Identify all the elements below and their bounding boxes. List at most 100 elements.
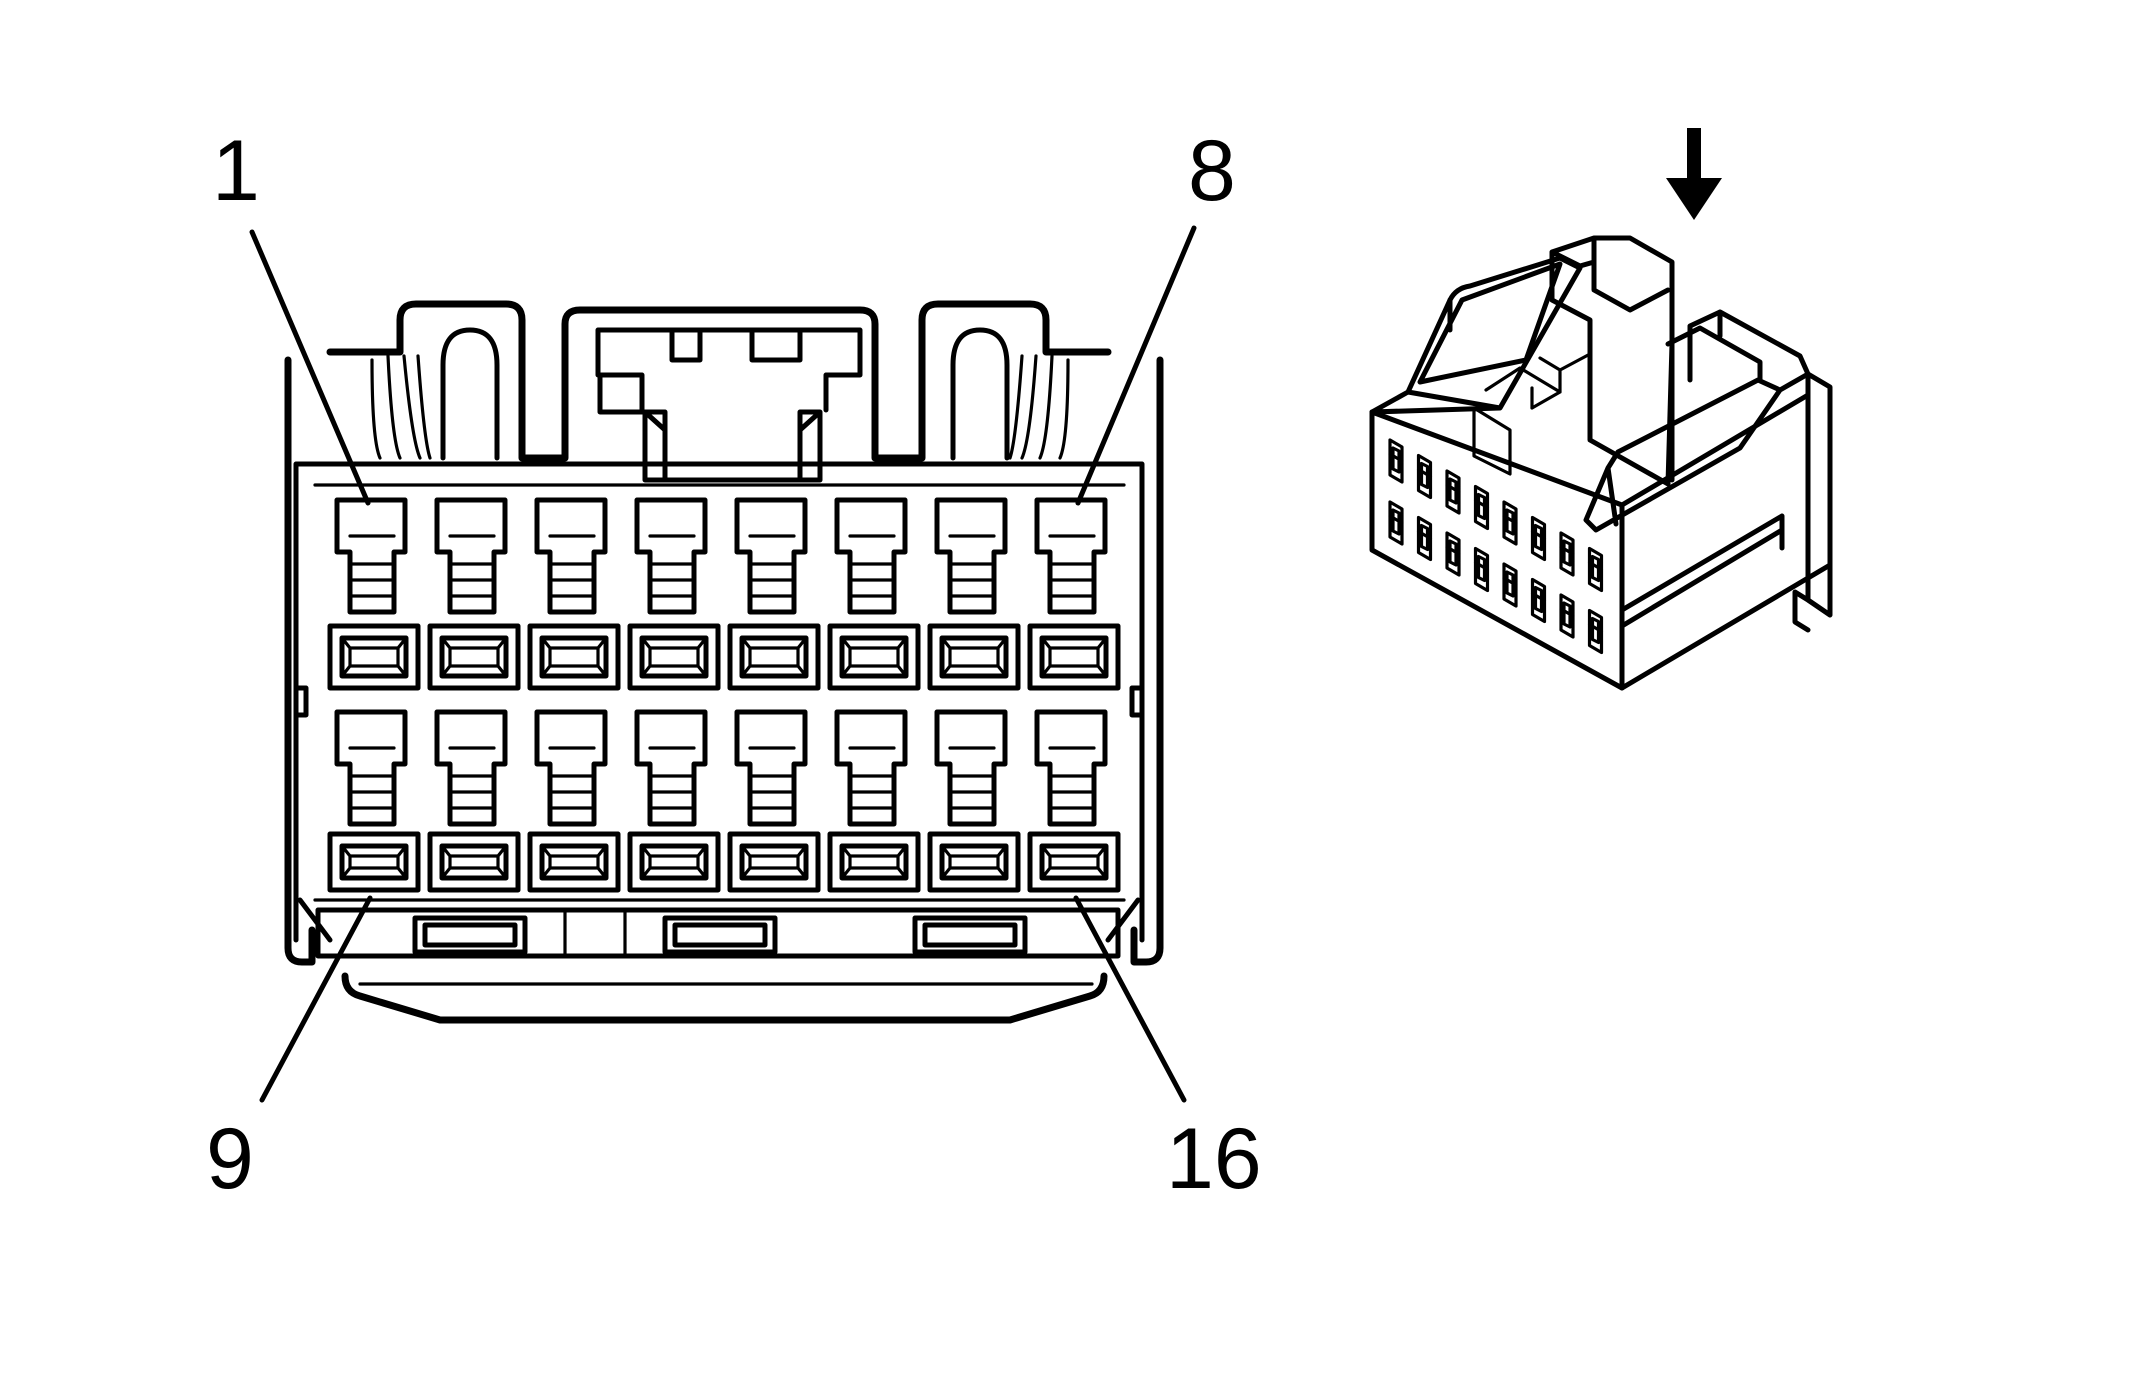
- housing-inner: [293, 461, 1145, 943]
- top-latch-outline: [326, 300, 1112, 462]
- pin-lance-14: [834, 709, 908, 827]
- pin-cavity-core-12: [640, 844, 708, 880]
- iso-slot-4: [1473, 484, 1490, 531]
- pin-cavity-3: [527, 623, 621, 691]
- pin-lance-ribs-5: [748, 534, 796, 598]
- pin-lance-12: [634, 709, 708, 827]
- iso-slot-15: [1559, 593, 1575, 639]
- right-ribs: [1008, 354, 1070, 460]
- pin-cavity-10: [427, 831, 521, 893]
- pin-cavities: [327, 497, 1121, 893]
- iso-tower: [1549, 235, 1675, 487]
- iso-slot-6: [1530, 515, 1547, 562]
- left-latch-loop: [440, 327, 500, 461]
- down-arrow-icon: [1666, 128, 1722, 220]
- pin-cavity-14: [827, 831, 921, 893]
- pin-cavity-core-13: [740, 844, 808, 880]
- connector-isometric-view: [1369, 128, 1833, 691]
- pin-cavity-1: [327, 623, 421, 691]
- pin-cavity-16: [1027, 831, 1121, 893]
- leader-pin-9: [259, 895, 373, 1103]
- pin-cavity-core-16: [1040, 844, 1108, 880]
- pin-lance-ribs-9: [348, 746, 396, 810]
- pin-lance-1: [334, 497, 408, 615]
- pin-cavity-11: [527, 831, 621, 893]
- iso-terminal-slots: [1388, 438, 1604, 655]
- center-lock: [595, 327, 863, 483]
- iso-left-latch: [1417, 261, 1563, 385]
- pin-cavity-core-11: [540, 844, 608, 880]
- pin-label-8: 8: [1188, 123, 1236, 219]
- pin-lance-ribs-15: [948, 746, 996, 810]
- iso-right-block: [1665, 325, 1763, 483]
- iso-slot-12: [1473, 546, 1490, 593]
- iso-slot-3: [1445, 469, 1461, 515]
- pin-lance-ribs-16: [1048, 746, 1096, 810]
- pin-lance-11: [534, 709, 608, 827]
- leader-pin-16: [1073, 895, 1187, 1103]
- iso-slot-5: [1502, 500, 1518, 546]
- side-notch-left: [293, 685, 309, 718]
- pin-lance-ribs-10: [448, 746, 496, 810]
- pin-cavity-core-6: [840, 636, 908, 678]
- pin-cavity-15: [927, 831, 1021, 893]
- pin-cavity-8: [1027, 623, 1121, 691]
- bottom-chamfers: [297, 897, 1141, 943]
- leader-pin-8: [1075, 225, 1197, 506]
- pin-cavity-9: [327, 831, 421, 893]
- pin-cavity-core-9: [340, 844, 408, 880]
- iso-slot-1: [1388, 438, 1404, 484]
- pin-cavity-core-7: [940, 636, 1008, 678]
- iso-groove: [1619, 392, 1833, 633]
- pin-cavity-12: [627, 831, 721, 893]
- pin-cavity-core-3: [540, 636, 608, 678]
- iso-slot-11: [1445, 531, 1461, 577]
- pin-lance-5: [734, 497, 808, 615]
- pin-cavity-core-5: [740, 636, 808, 678]
- connector-face-view: 1 8 9 16: [206, 123, 1262, 1207]
- pin-label-16: 16: [1166, 1111, 1262, 1207]
- iso-slot-8: [1587, 546, 1604, 593]
- pin-lance-ribs-3: [548, 534, 596, 598]
- housing-inner-line: [313, 483, 1126, 902]
- iso-slot-13: [1502, 562, 1518, 608]
- right-latch-loop: [950, 327, 1010, 461]
- pin-cavity-core-1: [340, 636, 408, 678]
- iso-slot-10: [1416, 515, 1433, 562]
- pin-lance-ribs-1: [348, 534, 396, 598]
- pin-cavity-2: [427, 623, 521, 691]
- pin-lance-ribs-2: [448, 534, 496, 598]
- pin-cavity-13: [727, 831, 821, 893]
- iso-slot-7: [1559, 531, 1575, 577]
- pin-lance-13: [734, 709, 808, 827]
- pin-lance-ribs-8: [1048, 534, 1096, 598]
- iso-body: [1369, 371, 1833, 691]
- pin-cavity-6: [827, 623, 921, 691]
- pin-lance-9: [334, 709, 408, 827]
- pin-lance-16: [1034, 709, 1108, 827]
- iso-top-deck: [1369, 255, 1583, 415]
- pin-cavity-7: [927, 623, 1021, 691]
- pin-lance-8: [1034, 497, 1108, 615]
- pin-lance-4: [634, 497, 708, 615]
- left-ribs: [370, 354, 432, 460]
- housing-outline: [284, 356, 1164, 966]
- pin-lance-ribs-12: [648, 746, 696, 810]
- pin-lance-ribs-4: [648, 534, 696, 598]
- pin-cavity-4: [627, 623, 721, 691]
- pin-cavity-core-14: [840, 844, 908, 880]
- pin-lance-ribs-6: [848, 534, 896, 598]
- pin-cavity-core-4: [640, 636, 708, 678]
- pin-cavity-core-8: [1040, 636, 1108, 678]
- iso-inner-cut: [1472, 352, 1592, 476]
- pin-lance-ribs-13: [748, 746, 796, 810]
- pin-lance-ribs-14: [848, 746, 896, 810]
- pin-cavity-core-2: [440, 636, 508, 678]
- pin-label-1: 1: [212, 123, 260, 219]
- pin-lance-2: [434, 497, 508, 615]
- pin-cavity-5: [727, 623, 821, 691]
- pin-lance-15: [934, 709, 1008, 827]
- leader-pin-1: [249, 229, 371, 506]
- pin-lance-7: [934, 497, 1008, 615]
